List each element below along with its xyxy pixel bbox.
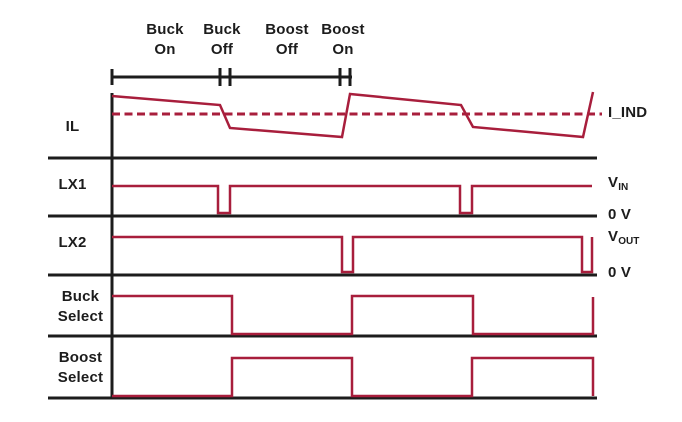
lx1-waveform — [112, 184, 592, 215]
phase-label-line: Boost — [265, 21, 309, 38]
phase-label-boost-off: Boost Off — [247, 20, 327, 60]
vin-label: VIN — [608, 174, 628, 197]
vout-label-base: V — [608, 228, 619, 245]
i-ind-label: I_IND — [608, 104, 648, 121]
phase-label-line: On — [154, 41, 176, 58]
phase-label-line: Buck — [203, 21, 241, 38]
lx1-zero-volt-label: 0 V — [608, 206, 632, 223]
vout-label-sub: OUT — [618, 236, 640, 247]
boost-select-waveform — [112, 356, 595, 398]
vin-label-sub: IN — [618, 182, 629, 193]
il-label: IL — [65, 118, 80, 135]
boost-select-label: Boost Select — [48, 348, 113, 388]
vin-label-base: V — [608, 174, 619, 191]
phase-label-line: Buck — [146, 21, 184, 38]
phase-label-line: Off — [210, 41, 234, 58]
phase-label-buck-on: Buck On — [125, 20, 205, 60]
boost-select-label-line: Select — [57, 369, 104, 386]
phase-label-line: Off — [275, 41, 299, 58]
buck-select-label-line: Buck — [61, 288, 100, 305]
phase-label-line: Boost — [321, 21, 365, 38]
lx1-label: LX1 — [58, 176, 87, 193]
boost-select-label-line: Boost — [58, 349, 103, 366]
il-waveform — [111, 91, 595, 139]
lx2-waveform — [112, 235, 594, 274]
lx2-label: LX2 — [58, 234, 87, 251]
phase-label-boost-on: Boost On — [303, 20, 383, 60]
buck-select-waveform — [112, 294, 595, 336]
lx2-zero-volt-label: 0 V — [608, 264, 632, 281]
buck-select-label-line: Select — [57, 308, 104, 325]
vout-label: VOUT — [608, 228, 639, 251]
phase-label-line: On — [332, 41, 354, 58]
buck-select-label: Buck Select — [48, 287, 113, 327]
phase-label-buck-off: Buck Off — [182, 20, 262, 60]
